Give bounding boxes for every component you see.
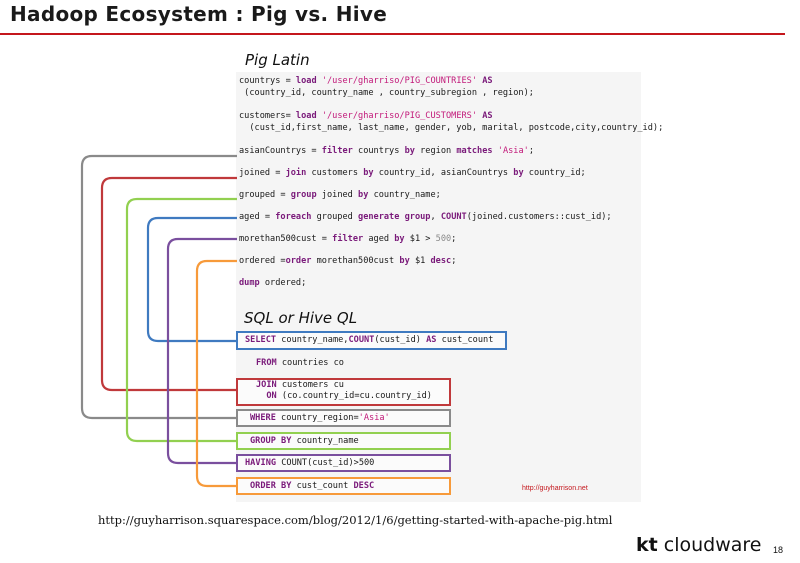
kt-cloudware-logo: kt cloudware	[636, 534, 761, 556]
reference-url[interactable]: http://guyharrison.squarespace.com/blog/…	[98, 513, 613, 527]
code-line: ordered =order morethan500cust by $1 des…	[239, 256, 457, 266]
code-line: customers= load '/user/gharriso/PIG_CUST…	[239, 111, 493, 121]
code-line: asianCountrys = filter countrys by regio…	[239, 146, 534, 156]
sql-line-from: FROM countries co	[256, 358, 344, 368]
sql-hive-heading: SQL or Hive QL	[244, 309, 358, 327]
sql-box-where	[236, 409, 451, 427]
sql-line-select: SELECT country_name,COUNT(cust_id) AS cu…	[245, 335, 494, 345]
sql-line-order-by: ORDER BY cust_count DESC	[250, 481, 375, 491]
slide-title: Hadoop Ecosystem : Pig vs. Hive	[10, 2, 388, 26]
sql-line-join: JOIN customers cu	[256, 380, 344, 390]
code-line: dump ordered;	[239, 278, 307, 288]
page-number: 18	[773, 545, 784, 555]
connector-select	[146, 216, 237, 343]
connector-having	[166, 237, 237, 465]
code-line: (country_id, country_name , country_subr…	[239, 88, 534, 98]
logo-kt: kt	[636, 534, 658, 556]
title-divider	[0, 33, 785, 35]
sql-line-having: HAVING COUNT(cust_id)>500	[245, 458, 375, 468]
code-line: countrys = load '/user/gharriso/PIG_COUN…	[239, 76, 493, 86]
sql-box-order-by	[236, 477, 451, 495]
connector-order	[195, 259, 237, 488]
code-line: aged = foreach grouped generate group, C…	[239, 212, 612, 222]
connector-where	[80, 154, 237, 420]
code-line: morethan500cust = filter aged by $1 > 50…	[239, 234, 457, 244]
sql-line-where: WHERE country_region='Asia'	[250, 413, 390, 423]
sql-line-on: ON (co.country_id=cu.country_id)	[266, 391, 432, 401]
logo-cloudware: cloudware	[663, 534, 762, 556]
diagram-panel	[236, 72, 641, 502]
code-line: (cust_id,first_name, last_name, gender, …	[239, 123, 664, 133]
code-line: joined = join customers by country_id, a…	[239, 168, 586, 178]
pig-latin-heading: Pig Latin	[245, 51, 310, 69]
connector-group	[125, 197, 237, 443]
sql-line-group-by: GROUP BY country_name	[250, 436, 359, 446]
code-line: grouped = group joined by country_name;	[239, 190, 441, 200]
connector-join	[100, 176, 237, 392]
sql-box-group-by	[236, 432, 451, 450]
sql-box-join	[236, 378, 451, 406]
source-credit: http://guyharrison.net	[522, 485, 588, 492]
sql-box-having	[236, 454, 451, 472]
sql-box-select	[236, 331, 507, 350]
